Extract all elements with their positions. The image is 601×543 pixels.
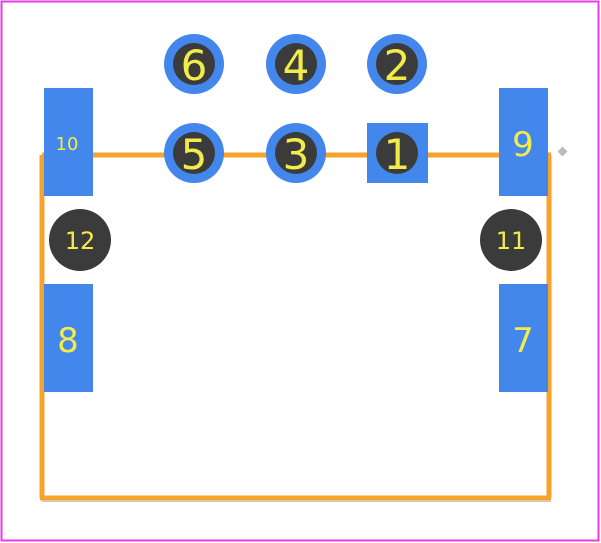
pad-label-9: 9 xyxy=(512,125,534,165)
pad-label-7: 7 xyxy=(512,321,534,361)
pad-label-4: 4 xyxy=(283,41,310,90)
pad-1: 1 xyxy=(367,123,428,183)
pad-label-2: 2 xyxy=(384,41,411,90)
pad-label-6: 6 xyxy=(181,41,208,90)
hole-12: 12 xyxy=(49,209,111,271)
pin1-marker xyxy=(557,146,568,157)
pad-2: 2 xyxy=(367,34,427,94)
pad-label-1: 1 xyxy=(384,130,411,179)
pad-4: 4 xyxy=(266,34,326,94)
pad-8: 8 xyxy=(44,284,93,392)
pad-label-11: 11 xyxy=(496,227,527,255)
pad-6: 6 xyxy=(164,34,224,94)
pad-label-5: 5 xyxy=(181,130,208,179)
pad-5: 5 xyxy=(164,123,224,183)
pad-label-3: 3 xyxy=(283,130,310,179)
pad-9: 9 xyxy=(499,88,548,196)
pad-label-12: 12 xyxy=(65,227,96,255)
pad-10: 10 xyxy=(44,88,93,196)
pad-label-10: 10 xyxy=(56,134,79,155)
pad-label-8: 8 xyxy=(57,321,79,361)
silkscreen-outline xyxy=(39,152,552,501)
pad-7: 7 xyxy=(499,284,548,392)
hole-11: 11 xyxy=(480,209,542,271)
pad-3: 3 xyxy=(266,123,326,183)
